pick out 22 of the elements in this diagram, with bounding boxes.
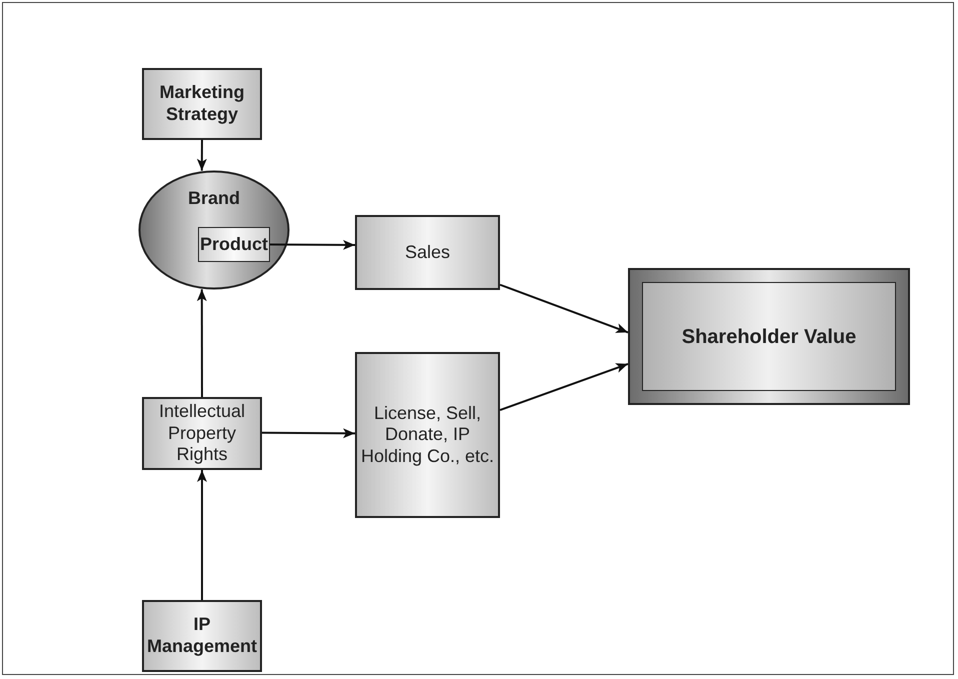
node-label: Shareholder Value bbox=[682, 324, 856, 348]
ellipse-node bbox=[138, 170, 290, 290]
node-label: Sales bbox=[404, 242, 450, 264]
arrow bbox=[500, 284, 628, 334]
arrow bbox=[500, 362, 628, 412]
process-box bbox=[355, 215, 500, 290]
node-label: Intellectual Property Rights bbox=[158, 401, 246, 466]
outcome-box bbox=[628, 268, 910, 405]
process-box bbox=[142, 397, 262, 470]
node-label: Marketing Strategy bbox=[158, 82, 246, 126]
process-box bbox=[142, 68, 262, 140]
arrow bbox=[196, 140, 207, 171]
node-label: License, Sell, Donate, IP Holding Co., etc. bbox=[360, 402, 496, 468]
ellipse-label: Brand bbox=[188, 188, 240, 210]
node-label: Product bbox=[200, 234, 268, 256]
arrow bbox=[197, 470, 207, 600]
node-label: IP Management bbox=[146, 614, 258, 658]
process-box bbox=[142, 600, 262, 672]
arrow bbox=[196, 289, 207, 397]
process-box bbox=[355, 352, 500, 518]
inner-box bbox=[198, 227, 270, 262]
arrow bbox=[262, 428, 355, 438]
